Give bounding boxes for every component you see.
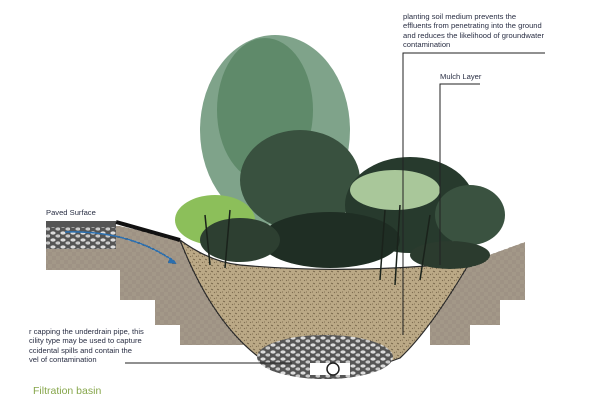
annotation-line: contamination <box>403 40 451 50</box>
pipe-end <box>326 362 340 376</box>
annotation-line: planting soil medium prevents the <box>403 12 517 21</box>
annotation-line: and reduces the likelihood of groundwate… <box>403 30 544 40</box>
right-native-soil <box>430 242 525 345</box>
paved-surface-label: Paved Surface <box>46 208 96 217</box>
mulch-layer-label: Mulch Layer <box>440 72 482 81</box>
annotation-line: effluents from penetrating into the grou… <box>403 21 542 31</box>
paved-surface <box>46 221 116 227</box>
gravel-layer <box>257 335 393 379</box>
flow-arrow <box>64 231 176 263</box>
annotation-line: ccidental spills and contain the <box>29 345 133 355</box>
underdrain-annotation: r capping the underdrain pipe, this cili… <box>29 327 144 365</box>
annotation-line: r capping the underdrain pipe, this <box>29 327 144 336</box>
planting-soil-annotation: planting soil medium prevents the efflue… <box>403 12 544 50</box>
figure-title: Filtration basin <box>33 385 102 397</box>
mulch-leader <box>439 83 480 265</box>
planting-soil <box>178 238 472 375</box>
mulch-edge <box>115 220 181 242</box>
flow-arrowhead <box>168 257 177 264</box>
planting-soil-leader <box>402 52 545 335</box>
vegetation <box>175 35 505 286</box>
annotation-line: vel of contamination <box>29 355 97 365</box>
base-course <box>46 227 116 249</box>
annotation-line: cility type may be used to capture <box>29 336 142 346</box>
